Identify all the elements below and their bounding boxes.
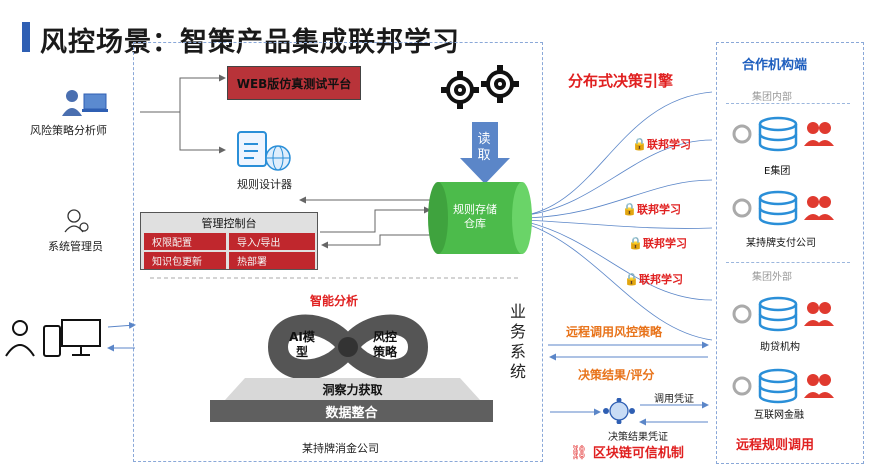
lock-icon: 🔒	[622, 202, 637, 216]
lock-icon: 🔒	[632, 137, 647, 151]
user-devices-icon	[5, 319, 101, 357]
analyst-icon	[62, 90, 108, 116]
fed-learning-2: 🔒联邦学习	[622, 202, 681, 216]
console-hot-deploy[interactable]: 热部署	[229, 252, 315, 269]
partner-icons	[732, 368, 834, 404]
partner-icons	[732, 296, 834, 332]
lock-icon: 🔒	[624, 272, 639, 286]
data-integration-label: 数据整合	[325, 405, 378, 421]
web-simulation-platform[interactable]: WEB版仿真测试平台	[227, 66, 361, 100]
rule-designer-label: 规则设计器	[237, 178, 292, 191]
rule-designer-icon	[237, 131, 291, 171]
partner-icons	[732, 190, 834, 226]
group-outside-label: 集团外部	[752, 272, 792, 283]
insight-label: 洞察力获取	[322, 383, 383, 397]
blockchain-mechanism: ⛓ 区块链可信机制	[570, 445, 684, 461]
rule-store-cylinder	[428, 182, 532, 254]
web-platform-label: WEB版仿真测试平台	[236, 76, 352, 91]
fed-learning-1: 🔒联邦学习	[632, 137, 691, 151]
call-credential-label: 调用凭证	[654, 394, 694, 405]
group-inside-label: 集团内部	[752, 92, 792, 103]
console-knowledge-update[interactable]: 知识包更新	[144, 252, 226, 269]
partner-name: 某持牌支付公司	[746, 238, 816, 249]
partner-icons	[732, 116, 834, 152]
partner-panel-title: 合作机构端	[742, 58, 808, 73]
blockchain-icon: ⛓	[570, 445, 588, 461]
analyst-label: 风险策略分析师	[30, 124, 107, 137]
decision-result-label: 决策结果/评分	[578, 368, 655, 382]
lock-icon: 🔒	[628, 236, 643, 250]
partner-name: 互联网金融	[754, 410, 804, 421]
partner-name: E集团	[764, 166, 791, 177]
infinity-loop	[267, 314, 429, 380]
separator	[726, 103, 850, 104]
management-console: 管理控制台 权限配置 导入/导出 知识包更新 热部署	[140, 212, 318, 270]
console-permission-config[interactable]: 权限配置	[144, 233, 226, 250]
network-icon	[603, 398, 635, 424]
enterprise-panel	[133, 42, 543, 462]
console-title: 管理控制台	[201, 217, 257, 230]
data-integration-band: 数据整合	[210, 400, 493, 422]
smart-analysis-label: 智能分析	[310, 294, 359, 308]
fed-learning-3: 🔒联邦学习	[628, 236, 687, 250]
separator	[726, 262, 850, 263]
company-label: 某持牌消金公司	[302, 442, 379, 455]
gears-icon	[441, 65, 519, 109]
remote-rule-call-label: 远程规则调用	[736, 438, 815, 453]
fed-learning-4: 🔒联邦学习	[624, 272, 683, 286]
admin-label: 系统管理员	[48, 240, 103, 253]
read-arrow	[460, 122, 510, 184]
remote-call-label: 远程调用风控策略	[566, 325, 663, 339]
console-import-export[interactable]: 导入/导出	[229, 233, 315, 250]
risk-policy-label: 风控策略	[372, 330, 397, 359]
engine-title: 分布式决策引擎	[568, 72, 674, 90]
result-credential-label: 决策结果凭证	[608, 432, 668, 443]
insight-trapezoid	[225, 378, 480, 400]
ai-model-label: AI模型	[289, 330, 315, 359]
admin-icon	[64, 209, 89, 233]
partner-name: 助贷机构	[760, 342, 800, 353]
business-system-label: 业务系统	[510, 302, 527, 381]
rule-store-label: 规则存储仓库	[453, 203, 497, 230]
read-label: 读取	[477, 132, 491, 163]
partner-panel	[716, 42, 864, 464]
title-accent-bar	[22, 22, 30, 52]
